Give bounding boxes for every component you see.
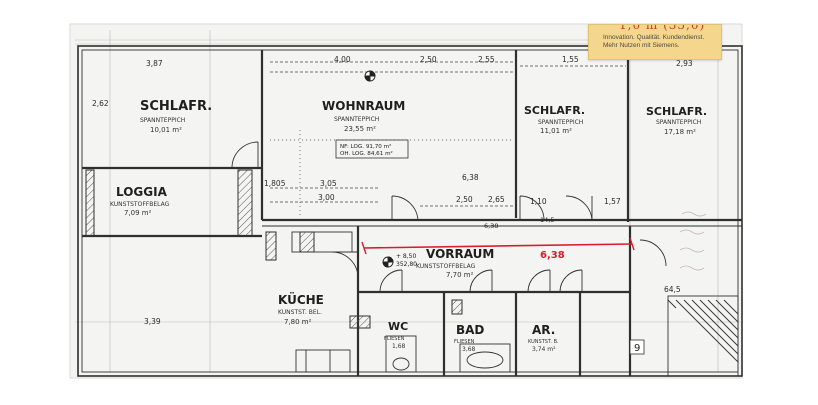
bathroom-fixtures (385, 335, 511, 373)
dimension-label: 64,5 (664, 285, 681, 294)
room-area-schlafr-3: 17,18 m² (664, 128, 696, 136)
room-area-wohnraum: 23,55 m² (344, 125, 376, 133)
room-area-ar: 3,74 m² (532, 346, 556, 353)
dimension-label: 2,62 (92, 99, 109, 108)
living-area-box (335, 139, 409, 159)
living-area-note-2: OH. LOG. 84,61 m² (340, 150, 393, 157)
dimension-label: 4,00 (334, 55, 351, 64)
dimension-label: 3,87 (146, 59, 163, 68)
room-floor-schlafr-2: SPANNTEPPICH (538, 119, 583, 126)
dimension-label: 2,93 (676, 59, 693, 68)
level-marker-icon (364, 70, 376, 82)
sticky-note-handwriting: 1,0 m (33,0) (619, 24, 706, 32)
room-floor-loggia: KUNSTSTOFFBELAG (110, 201, 170, 208)
level-marker-label: + 8,50 (396, 253, 416, 260)
dimension-label: 14,5 (540, 216, 554, 224)
red-measurement (361, 237, 635, 255)
dimension-label: 1,805 (264, 179, 286, 188)
sticky-note-line: Innovation. Qualität. Kundendienst. (603, 34, 705, 41)
room-area-schlafr-2: 11,01 m² (540, 127, 572, 135)
room-floor-ar: KUNSTST. B. (528, 339, 559, 345)
room-floor-kueche: KUNSTST. BEL. (278, 309, 322, 316)
room-area-bad: 3,68 (462, 346, 476, 353)
room-area-vorraum: 7,70 m² (446, 271, 474, 279)
hatched-walls (85, 169, 463, 329)
room-name-bad: BAD (456, 323, 484, 337)
sticky-note: 1,0 m (33,0) Innovation. Qualität. Kunde… (588, 24, 722, 60)
kitchen-counter (291, 231, 353, 373)
room-floor-schlafr-1: SPANNTEPPICH (140, 117, 185, 124)
living-area-note-1: NF: LOG. 91,70 m² (340, 143, 391, 150)
dimension-label: 6,38 (484, 222, 498, 230)
dimension-label: 3,05 (320, 179, 337, 188)
stair-number: 9 (634, 343, 640, 354)
room-area-wc: 1,68 (392, 343, 406, 350)
red-dimension-label: 6,38 (540, 250, 565, 261)
dimension-chains (270, 61, 626, 218)
room-area-kueche: 7,80 m² (284, 318, 312, 326)
stair (667, 295, 739, 377)
level-marker-icon (382, 256, 394, 268)
interior-walls (82, 50, 742, 376)
room-floor-bad: FLIESEN (454, 339, 475, 345)
room-name-schlafr-1: SCHLAFR. (140, 99, 212, 114)
room-name-vorraum: VORRAUM (426, 247, 494, 261)
room-name-schlafr-2: SCHLAFR. (524, 104, 585, 117)
room-area-schlafr-1: 10,01 m² (150, 126, 182, 134)
dimension-label: 6,38 (462, 173, 479, 182)
dimension-label: 1,10 (530, 197, 547, 206)
room-name-wc: WC (388, 320, 408, 333)
room-name-ar: AR. (532, 323, 555, 337)
dimension-label: 1,57 (604, 197, 621, 206)
dimension-label: 2,55 (478, 55, 495, 64)
room-floor-schlafr-3: SPANNTEPPICH (656, 119, 701, 126)
dimension-label: 3,00 (318, 193, 335, 202)
room-floor-wohnraum: SPANNTEPPICH (334, 116, 379, 123)
room-area-loggia: 7,09 m² (124, 209, 152, 217)
dimension-label: 2,50 (420, 55, 437, 64)
level-marker-label: 352,80 (396, 261, 417, 268)
room-name-wohnraum: WOHNRAUM (322, 99, 405, 113)
dimension-label: 2,50 (456, 195, 473, 204)
dimension-label: 1,55 (562, 55, 579, 64)
pencil-notes (679, 211, 707, 271)
room-floor-wc: FLIESEN (384, 336, 405, 342)
room-name-schlafr-3: SCHLAFR. (646, 105, 707, 118)
room-name-kueche: KÜCHE (278, 292, 324, 307)
room-name-loggia: LOGGIA (116, 185, 168, 199)
room-floor-vorraum: KUNSTSTOFFBELAG (416, 263, 476, 270)
sticky-note-line: Mehr Nutzen mit Siemens. (603, 42, 680, 49)
dimension-label: 3,39 (144, 317, 161, 326)
dimension-label: 2,65 (488, 195, 505, 204)
